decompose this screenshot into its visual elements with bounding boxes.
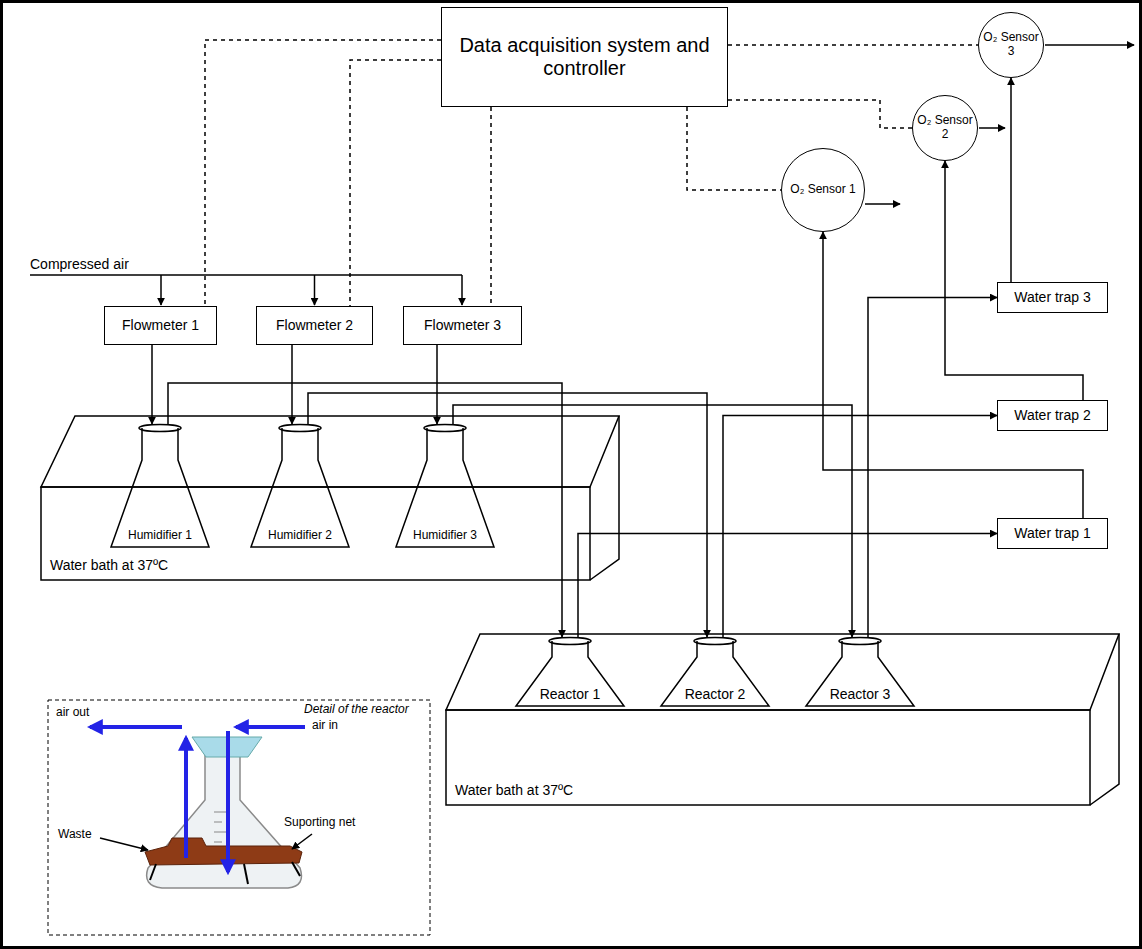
text-label: Waste xyxy=(58,828,92,842)
node-text: O₂ Sensor 3 xyxy=(983,31,1039,59)
node-text: Water trap 3 xyxy=(1014,289,1091,305)
reactor-flask: Reactor 1 xyxy=(515,637,625,707)
water-trap-box: Water trap 1 xyxy=(997,518,1108,549)
node-text: Reactor 2 xyxy=(660,686,770,702)
flowmeter-box: Flowmeter 1 xyxy=(104,306,217,345)
humidifier-flask: Humidifier 3 xyxy=(395,424,495,548)
gas-line xyxy=(453,405,852,637)
node-text: Data acquisition system and controller xyxy=(448,34,721,80)
bath-outline xyxy=(40,415,620,581)
compressed-air-line xyxy=(30,275,462,305)
node-text: Water trap 2 xyxy=(1014,407,1091,423)
humidifier-flask: Humidifier 2 xyxy=(250,424,350,548)
node-text: Reactor 3 xyxy=(805,686,915,702)
o2-sensor: O₂ Sensor 1 xyxy=(781,148,865,232)
flowmeter-box: Flowmeter 3 xyxy=(403,306,522,345)
reactor-flask: Reactor 2 xyxy=(660,637,770,707)
node-text: Flowmeter 3 xyxy=(424,317,501,333)
text-label: air in xyxy=(312,719,338,733)
text-label: Detail of the reactor xyxy=(304,703,409,717)
gas-line xyxy=(945,161,1083,400)
humidifier-flask: Humidifier 1 xyxy=(110,424,210,548)
water-trap-box: Water trap 3 xyxy=(997,282,1108,313)
node-text: Flowmeter 1 xyxy=(122,317,199,333)
node-text: O₂ Sensor 2 xyxy=(917,114,973,142)
water-bath: Water bath at 37ºC Humidifier 1 Humidifier… xyxy=(40,415,620,581)
water-trap-box: Water trap 2 xyxy=(997,400,1108,431)
water-bath: Water bath at 37ºC Reactor 1 Reactor 2 Reac… xyxy=(445,633,1120,806)
gas-line xyxy=(291,345,293,424)
o2-sensor: O₂ Sensor 2 xyxy=(912,95,978,161)
signal-line xyxy=(490,107,492,306)
gas-line xyxy=(308,393,707,637)
signal-line xyxy=(687,107,781,190)
gas-line xyxy=(168,383,562,637)
gas-line xyxy=(578,534,997,638)
gas-line xyxy=(723,416,997,638)
text-label: Compressed air xyxy=(30,256,129,272)
node-text: O₂ Sensor 1 xyxy=(790,183,855,197)
gas-line xyxy=(151,345,153,424)
signal-line xyxy=(205,40,441,306)
node-text: Water trap 1 xyxy=(1014,525,1091,541)
reactor-detail xyxy=(48,700,430,935)
node-text: Water bath at 37ºC xyxy=(455,782,573,798)
text-label: air out xyxy=(56,706,89,720)
gas-line xyxy=(868,298,997,638)
signal-line xyxy=(350,60,441,306)
text-label: Suporting net xyxy=(284,816,355,830)
controller-box: Data acquisition system and controller xyxy=(441,7,728,107)
gas-line xyxy=(436,345,438,424)
node-text: Humidifier 3 xyxy=(395,529,495,543)
node-text: Water bath at 37ºC xyxy=(50,557,168,573)
signal-line xyxy=(728,44,978,46)
gas-line xyxy=(1010,78,1012,282)
signal-line xyxy=(728,100,912,128)
node-text: Humidifier 2 xyxy=(250,529,350,543)
reactor-flask: Reactor 3 xyxy=(805,637,915,707)
bath-outline xyxy=(445,633,1120,806)
flowmeter-box: Flowmeter 2 xyxy=(256,306,373,345)
o2-sensor: O₂ Sensor 3 xyxy=(978,12,1044,78)
node-text: Humidifier 1 xyxy=(110,529,210,543)
node-text: Flowmeter 2 xyxy=(276,317,353,333)
node-text: Reactor 1 xyxy=(515,686,625,702)
